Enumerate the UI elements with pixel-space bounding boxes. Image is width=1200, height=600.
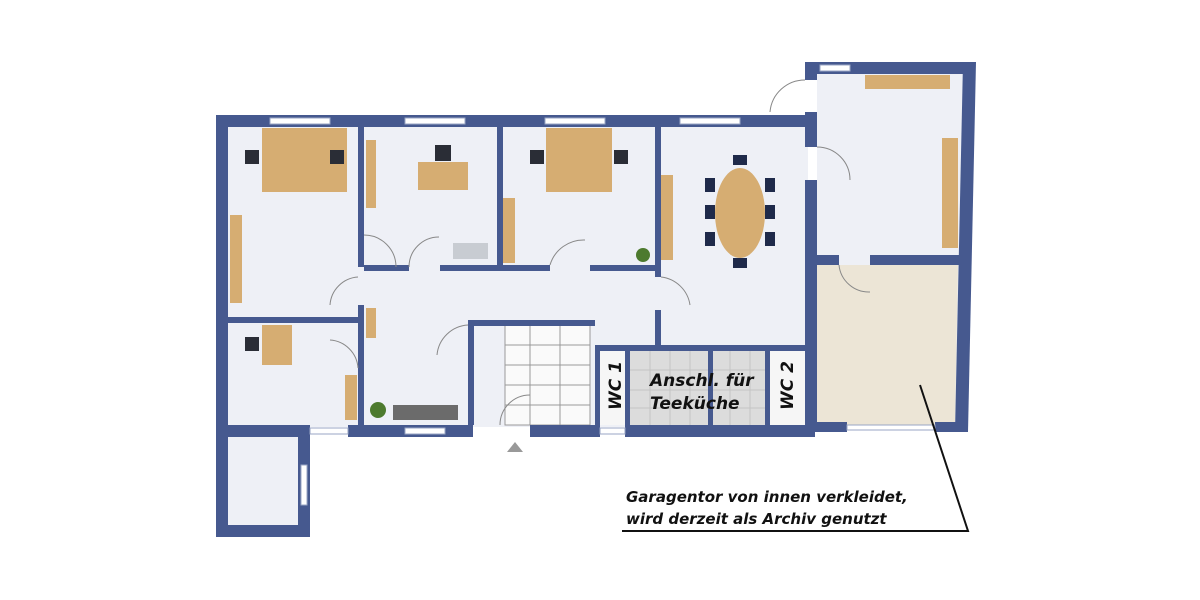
kitchen-label-line2: Teeküche [650,394,740,414]
desk-2 [418,162,468,190]
annex-floor [228,427,300,527]
wc1-label: WC 1 [606,361,626,410]
desk-4 [262,325,292,365]
plant [370,402,386,418]
windows [269,64,936,506]
doors [329,79,871,426]
garage-floor [817,265,958,425]
tile-grid [630,351,765,425]
entrance-arrow-icon [507,442,523,452]
note-line1: Garagentor von innen verkleidet, [626,488,908,506]
kitchen-label-line1: Anschl. für [648,371,755,391]
conference-table [715,168,765,258]
note-line2: wird derzeit als Archiv genutzt [626,510,887,528]
sofa [393,405,458,420]
wc2-label: WC 2 [778,361,798,410]
desk-group-3 [546,128,612,192]
note-leader-line [622,384,970,532]
copier [453,243,488,259]
wc1-floor [600,351,625,425]
wc2-floor [770,351,805,425]
staircase [504,324,591,426]
furniture [230,75,958,420]
kitchen-tiles [630,351,765,425]
